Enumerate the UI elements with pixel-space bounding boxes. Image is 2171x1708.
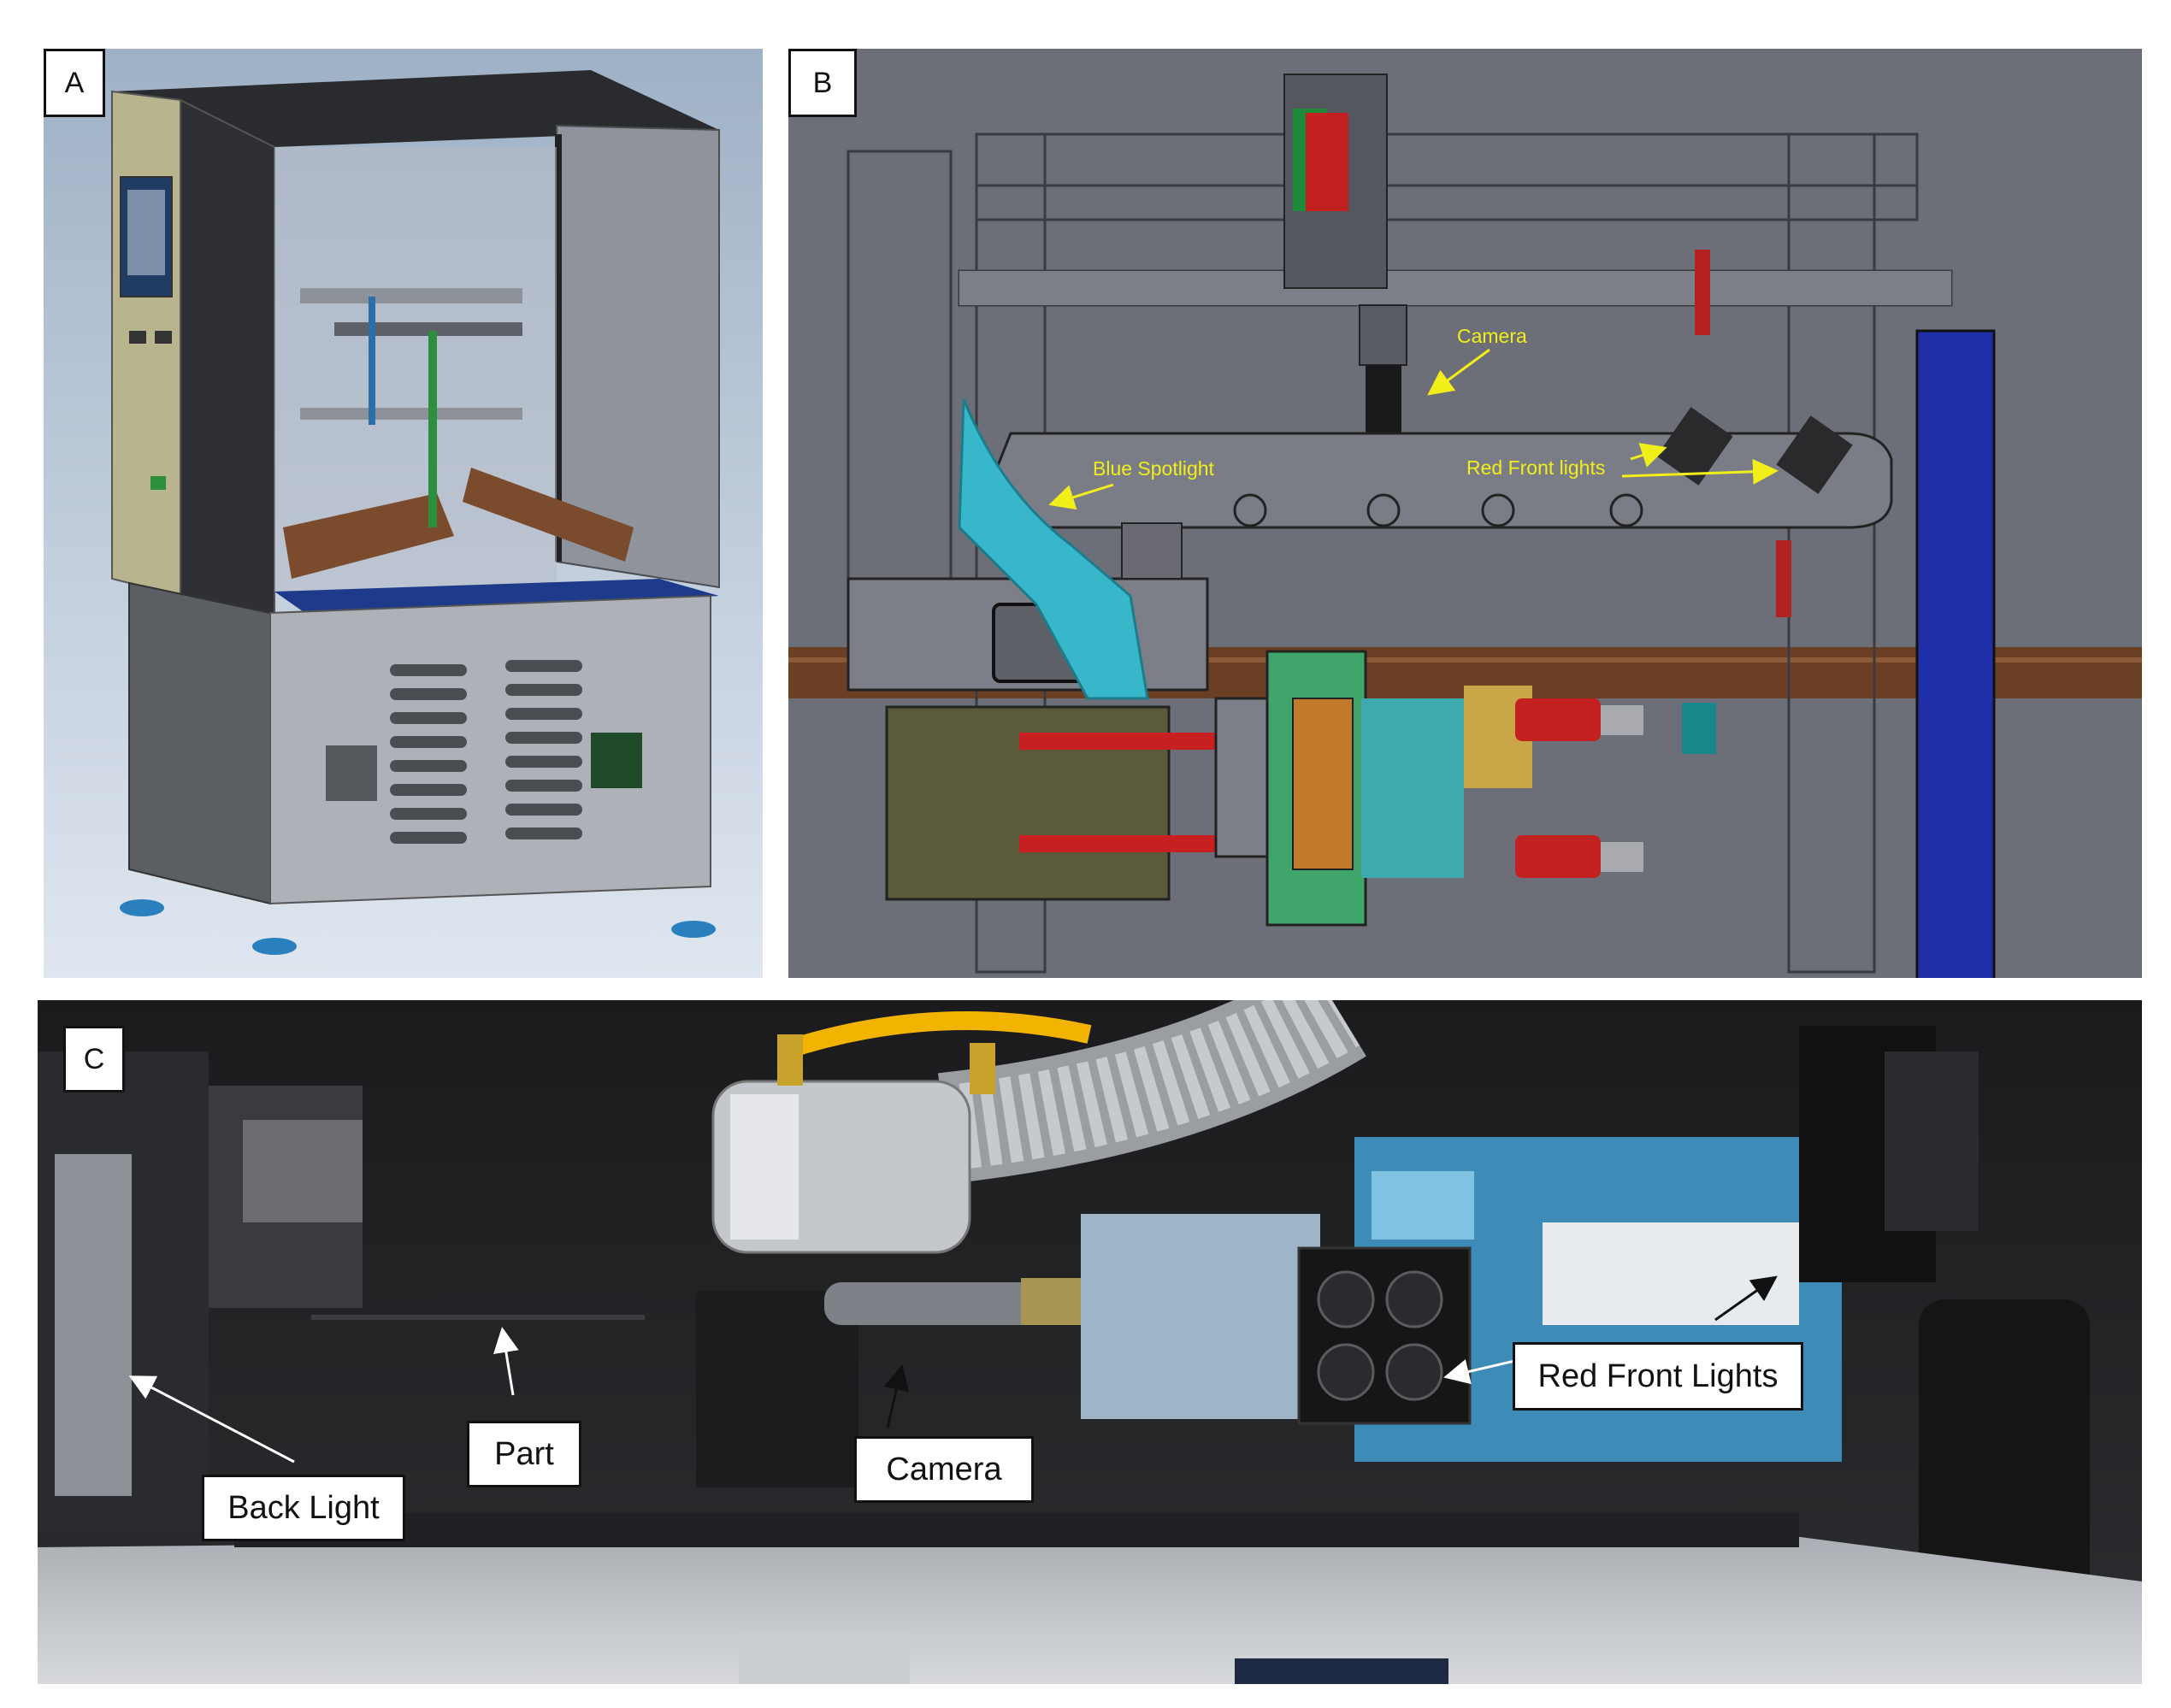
- label-red-front-lights: Red Front lights: [1466, 456, 1606, 479]
- panel-b: B Camera Blue Spotlight Red Front lights: [788, 49, 2142, 978]
- panel-c: C Back Light Part Camera Red Front Light…: [38, 1000, 2142, 1684]
- machine-cad-render: [44, 49, 763, 978]
- label-blue-spotlight: Blue Spotlight: [1093, 457, 1214, 480]
- label-camera: Camera: [1457, 325, 1527, 347]
- callout-red-front-lights: Red Front Lights: [1513, 1342, 1803, 1411]
- callout-camera: Camera: [854, 1436, 1034, 1503]
- rig-photograph: [38, 1000, 2142, 1684]
- panel-a: A: [44, 49, 763, 978]
- panel-a-letter: A: [44, 49, 105, 117]
- panel-b-letter: B: [788, 49, 857, 117]
- panel-c-letter: C: [63, 1026, 125, 1093]
- cad-top-view-drawing: [788, 49, 2142, 978]
- callout-back-light: Back Light: [202, 1475, 405, 1541]
- callout-part: Part: [467, 1421, 581, 1487]
